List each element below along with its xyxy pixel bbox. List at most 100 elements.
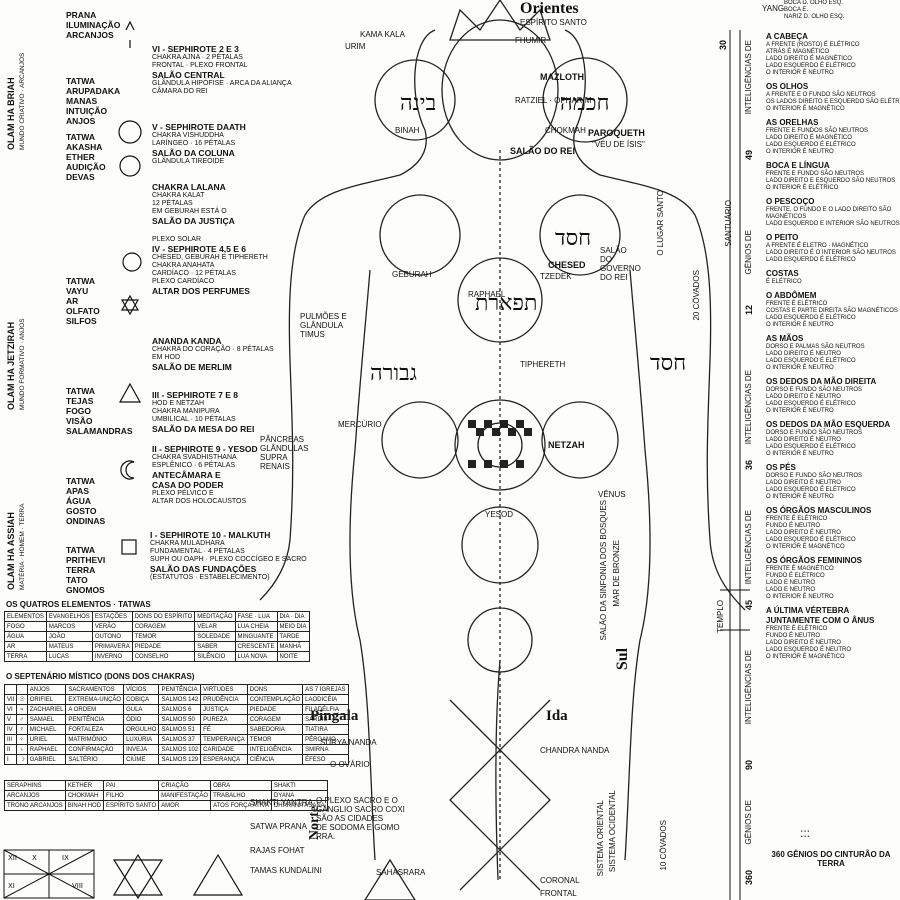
table-cell: FORTALEZA [65,724,125,735]
pulmoes-label: PULMÕES E GLÂNDULA TIMUS [300,312,347,339]
polarity-line: O INTERIOR É MAGNÉTICO [766,654,845,660]
table-cell: SABEDORIA [246,724,304,735]
table-cell: MANHÃ [276,641,310,652]
bottom-hexagrams [112,853,244,900]
table-cell: ORIFIEL [26,694,67,705]
table-cell: RAPHAEL [26,744,67,755]
chokmah-circle [542,57,628,143]
dez-covados-label: 10 CÔVADOS [659,820,668,871]
ida-channel [449,699,551,891]
coronal-label: CORONAL [540,876,580,885]
tzadek-label: TZEDEK [540,272,572,281]
polarity-line: FRENTE, O FUNDO E O LADO DIREITO SÃO [766,207,892,213]
polarity-line: O INTERIOR É NEUTRO [766,408,834,414]
table-cell: URIEL [26,734,67,745]
star-down-icon [120,299,140,316]
table-cell: MARCOS [45,621,93,632]
table-cell: II [3,744,18,755]
hexagram-right-icon [192,853,244,896]
raphael-label: RAPHAEL [468,290,506,299]
polarity-line: FUNDO É NEUTRO [766,633,820,639]
polarity-line: FRENTE É ELÉTRICO [766,301,828,307]
table-cell: ÁGUA [4,631,47,642]
chesed-hebrew: חסד [555,226,591,251]
table-cell: TEMOR [131,631,196,642]
table-cell: GABRIEL [26,754,67,765]
elements-table-title: OS QUATROS ELEMENTOS · TATWAS [6,600,151,609]
table-cell: INTELIGÊNCIA [246,744,304,755]
table-cell: ♀ [16,734,28,745]
polarity-line: LADO ESQUERDO É ELÉTRICO [766,257,856,263]
polarity-line: É ELÉTRICO [766,279,802,285]
table-cell: CONTEMPLAÇÃO [246,694,304,705]
polarity-line: O INTERIOR É MAGNÉTICO [766,106,845,112]
table-cell: VELAR [194,621,236,632]
tamas-label: TAMAS KUNDALINI [250,866,322,875]
chandra-label: CHANDRA NANDA [540,746,610,755]
table-cell: INVEJA [123,744,160,755]
table-cell: I [3,754,18,765]
polarity-line: LADO ESQUERDO É ELÉTRICO [766,142,856,148]
hesed-side-hebrew: חסד [650,351,686,376]
polarity-line: O INTERIOR É NEUTRO [766,365,834,371]
ruler-n36: 36 [744,460,754,471]
checker-pattern [468,420,532,468]
table-cell: PUREZA [200,714,248,725]
table-cell: DYANA [270,790,328,801]
table-cell: ☉ [16,694,28,705]
table-cell: V [3,714,18,725]
binah-circle [374,59,456,141]
polarity-line: LADO ESQUERDO É ELÉTRICO [766,401,856,407]
septenario-title: O SEPTENÁRIO MÍSTICO (DONS DOS CHAKRAS) [6,672,195,681]
table-cell: SALTÉRIO [65,754,125,765]
sephirote-iii: III - SEPHIROTE 7 E 8 HOD E NETZAH CHAKR… [152,390,255,434]
polarity-section-heading: BOCA E LÍNGUA [766,161,830,170]
polarity-line: FUNDO É NEUTRO [766,523,820,529]
table-cell: MINGUANTE [234,631,278,642]
polarity-section: A ÚLTIMA VÉRTEBRA JUNTAMENTE COM O ÂNUS F… [766,606,898,661]
polarity-line: MAGNÉTICOS [766,214,807,220]
table-cell: TRABALHO [210,790,272,801]
frontal-label: FRONTAL [540,889,577,898]
polarity-section-heading: O PEITO [766,233,799,242]
sephirote-v: V - SEPHIROTE DAATH CHAKRA VISHUDDHA LAR… [152,122,246,165]
table-cell: CORAGEM [246,714,304,725]
table-cell: LUA CHEIA [234,621,278,632]
pingala-channel [449,699,551,891]
ruler-genios-2: GÊNIOS DE [744,800,753,845]
sephirote-i: I - SEPHIROTE 10 - MALKUTH CHAKRA MULADH… [150,530,307,581]
polarity-section-heading: COSTAS [766,269,799,278]
polarity-section-heading: OS DEDOS DA MÃO ESQUERDA [766,420,891,429]
polarity-line: LADO ESQUERDO É ELÉTRICO [766,358,856,364]
table-cell: CIÊNCIA [246,754,304,765]
tiphereth-hebrew: תפארת [475,291,537,316]
vayu-circle-icon [122,252,142,272]
geburah-side-hebrew: גבורה [370,361,417,386]
polarity-line: LADO DIREITO É MAGNÉTICO [766,135,852,141]
polarity-line: LADO ESQUERDO É NEUTRO [766,647,852,653]
polarity-line: O INTERIOR É ELÉTRICO [766,185,839,191]
mercurio-label: MERCÚRIO [338,420,382,429]
checker-disk [454,399,546,491]
table-cell: MATEUS [45,641,93,652]
chokmah-hebrew: חכמה [560,91,609,116]
polarity-section-heading: A ÚLTIMA VÉRTEBRA JUNTAMENTE COM O ÂNUS [766,606,875,625]
table-cell: EVANGELHOS [45,611,93,622]
polarity-line: O INTERIOR É NEUTRO [766,322,834,328]
temple-ruler [720,30,750,900]
table-cell: SALMOS 37 [158,734,202,745]
polarity-line: LADO DIREITO É NEUTRO [766,640,841,646]
